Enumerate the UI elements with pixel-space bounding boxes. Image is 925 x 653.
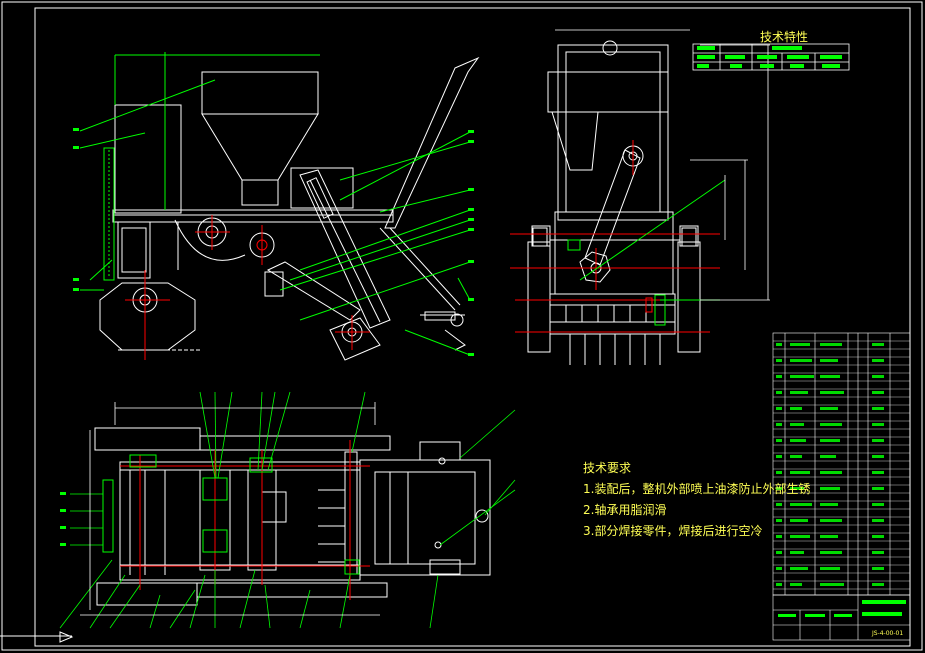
side-dimensions	[555, 29, 770, 301]
side-view	[527, 40, 701, 365]
main-frame-beam	[112, 209, 394, 223]
drive-chain	[103, 147, 115, 281]
technical-requirements: 技术要求 1.装配后，整机外部喷上油漆防止外部生锈 2.轴承用脂润滑 3.部分焊…	[583, 458, 810, 542]
inclined-arm	[299, 169, 391, 329]
front-balloons	[60, 128, 474, 546]
spec-table-cells	[697, 46, 842, 68]
parts-list	[772, 332, 911, 596]
top-view-dimensions	[80, 402, 380, 616]
spec-table-title: 技术特性	[760, 30, 809, 44]
tech-req-item: 1.装配后，整机外部喷上油漆防止外部生锈	[583, 482, 811, 496]
tech-req-heading: 技术要求	[583, 461, 632, 475]
title-block-cells	[778, 600, 906, 617]
spec-table	[692, 43, 850, 71]
tech-req-item: 3.部分焊接零件，焊接后进行空冷	[583, 524, 763, 538]
top-view-leaders	[59, 391, 516, 629]
front-centerlines	[125, 215, 370, 360]
front-view	[99, 54, 480, 361]
top-view-beam-upper	[94, 427, 201, 451]
parts-list-entries	[776, 343, 884, 586]
ground-wheel	[99, 282, 196, 351]
tech-req-item: 2.轴承用脂润滑	[583, 503, 667, 517]
title-block	[772, 594, 911, 641]
top-view	[94, 427, 491, 606]
side-colored-parts	[510, 140, 726, 333]
front-leaders	[79, 52, 471, 356]
parts-list-rows	[773, 340, 910, 590]
top-view-colored	[120, 440, 370, 600]
hopper-box	[114, 104, 182, 214]
drawing-number: JS-4-00-01	[872, 630, 904, 637]
seed-hopper-top	[201, 71, 319, 115]
handle-bar	[384, 56, 480, 229]
top-handle-frame	[359, 459, 491, 576]
side-chain	[584, 149, 641, 266]
side-handle-frame	[557, 44, 669, 221]
seed-hopper-funnel	[201, 113, 319, 181]
side-hopper	[547, 71, 669, 113]
